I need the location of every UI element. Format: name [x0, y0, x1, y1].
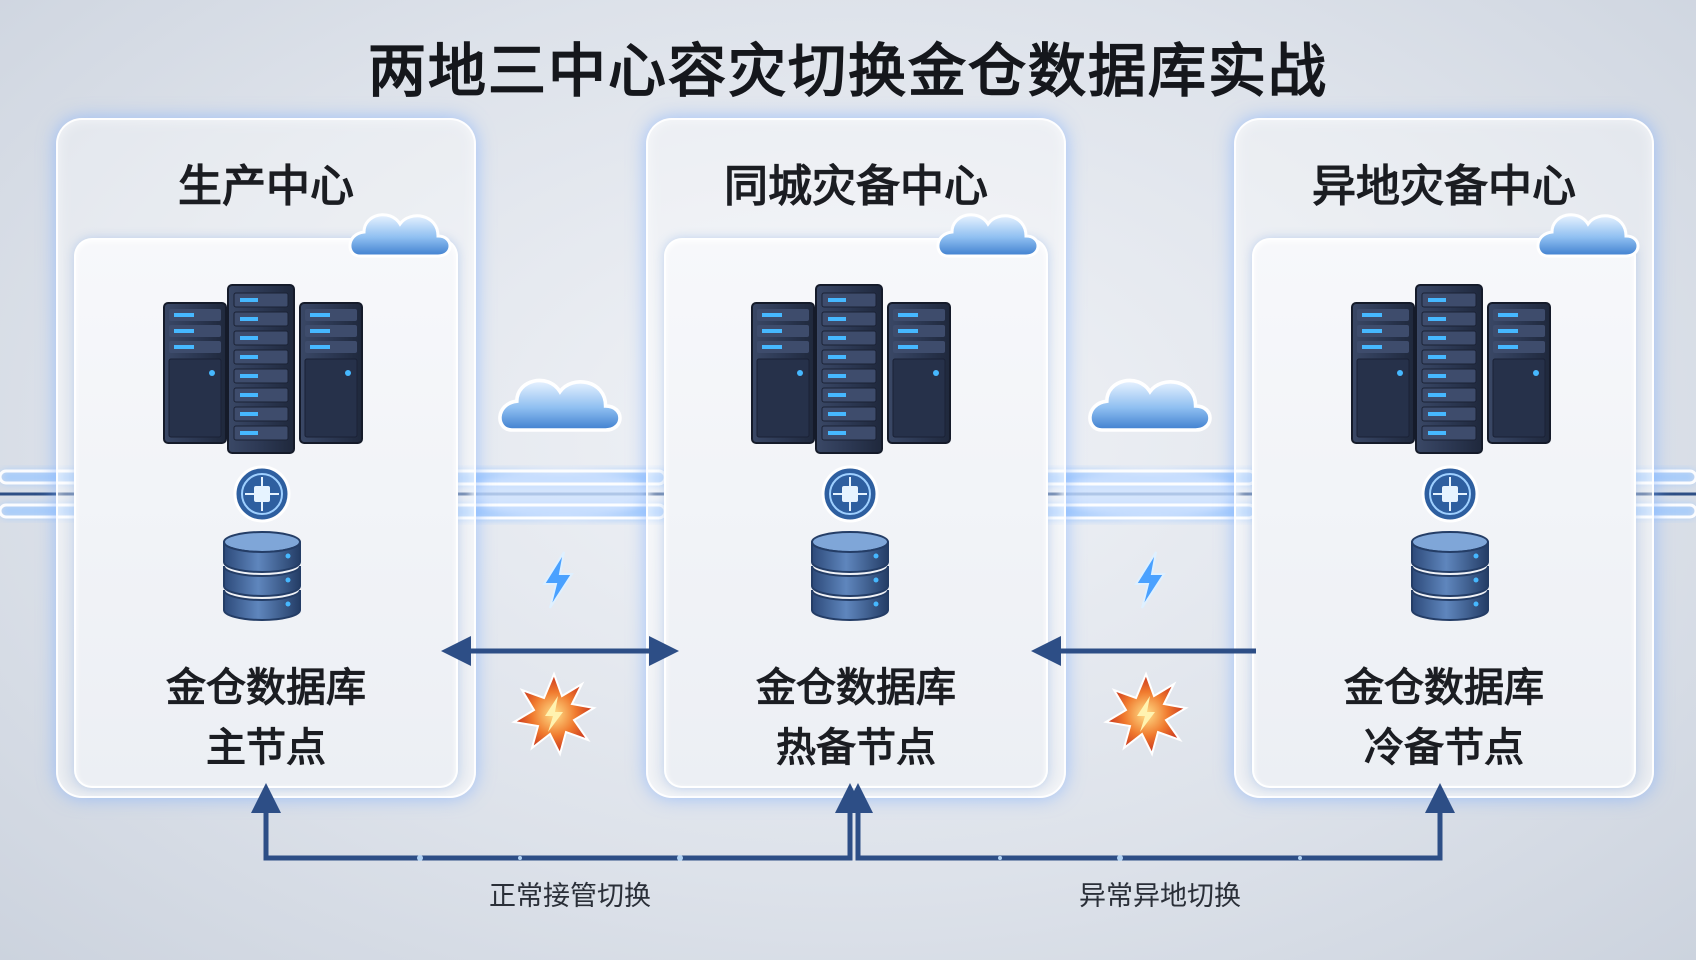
center-title: 异地灾备中心 — [1312, 161, 1576, 212]
switch-path-left — [251, 783, 865, 861]
burst-icon — [1105, 673, 1187, 755]
server-rack-icon — [164, 285, 362, 453]
lightning-icon — [1135, 551, 1165, 609]
db-label-line1: 金仓数据库 — [1344, 665, 1544, 711]
page-title: 两地三中心容灾切换金仓数据库实战 — [367, 37, 1328, 105]
switch-path-right — [843, 783, 1455, 861]
db-label-line1: 金仓数据库 — [756, 665, 956, 711]
network-node-icon — [1421, 465, 1479, 523]
lightning-icon — [543, 551, 573, 609]
db-label-line2: 冷备节点 — [1364, 725, 1524, 771]
cloud-icon — [498, 378, 622, 432]
network-node-icon — [821, 465, 879, 523]
server-rack-icon — [752, 285, 950, 453]
network-node-icon — [233, 465, 291, 523]
database-icon — [223, 531, 301, 621]
db-label-line1: 金仓数据库 — [166, 665, 366, 711]
cloud-icon — [936, 213, 1040, 258]
cloud-icon — [348, 213, 452, 258]
switch-label-left: 正常接管切换 — [489, 881, 651, 912]
center-title: 生产中心 — [178, 161, 354, 212]
cloud-icon — [1088, 378, 1212, 432]
cloud-icon — [1536, 213, 1640, 258]
database-icon — [1411, 531, 1489, 621]
glow-band-left — [0, 470, 85, 518]
glow-sparkles — [417, 855, 1302, 861]
burst-icon — [513, 673, 595, 755]
database-icon — [811, 531, 889, 621]
switch-label-right: 异常异地切换 — [1079, 881, 1241, 912]
center-title: 同城灾备中心 — [724, 161, 988, 212]
glow-band-right — [1625, 470, 1696, 518]
server-rack-icon — [1352, 285, 1550, 453]
db-label-line2: 主节点 — [206, 725, 326, 771]
db-label-line2: 热备节点 — [776, 725, 936, 771]
